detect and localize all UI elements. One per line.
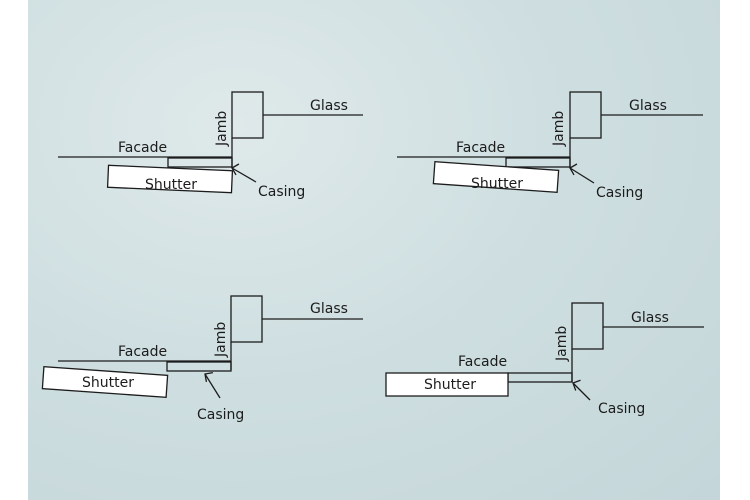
casing-label: Casing [596, 185, 643, 201]
casing-hatched [166, 361, 232, 372]
jamb-label: Jamb [551, 111, 567, 147]
facade-label: Facade [458, 354, 507, 370]
shutter-label: Shutter [424, 377, 476, 393]
glass-frame-hatched [231, 91, 264, 139]
glass-frame-hatched [569, 91, 602, 139]
jamb-label: Jamb [214, 111, 230, 147]
glass-label: Glass [631, 310, 669, 326]
shutter-box [41, 366, 169, 398]
jamb-label: Jamb [554, 326, 570, 362]
casing-label: Casing [598, 401, 645, 417]
diagram-2: Glass Jamb Facade Shutter Casing [397, 91, 703, 201]
diagram-3: Glass Jamb Facade Shutter Casing [41, 295, 363, 423]
casing-arrowhead [572, 379, 581, 391]
glass-frame-hatched [571, 302, 604, 350]
shutter-label: Shutter [471, 176, 523, 192]
casing-arrow [231, 167, 257, 183]
facade-label: Facade [456, 140, 505, 156]
facade-label: Facade [118, 140, 167, 156]
casing-arrowhead [231, 163, 240, 176]
glass-label: Glass [310, 301, 348, 317]
casing-hatched [505, 157, 571, 168]
casing-arrow [569, 167, 595, 184]
shutter-box [432, 161, 560, 193]
casing-arrow [572, 382, 591, 401]
casing-hatched [507, 372, 573, 383]
diagram-1: Glass Jamb Facade Shutter Casing [58, 91, 363, 200]
glass-label: Glass [629, 98, 667, 114]
facade-label: Facade [118, 344, 167, 360]
glass-label: Glass [310, 98, 348, 114]
jamb-label: Jamb [213, 322, 229, 358]
shutter-box [106, 164, 234, 194]
casing-hatched [167, 157, 233, 168]
casing-arrowhead [569, 163, 578, 176]
glass-frame-hatched [230, 295, 263, 343]
casing-arrowhead [204, 371, 213, 382]
watercolor-background [28, 0, 720, 500]
diagram-4: Glass Jamb Facade Shutter Casing [385, 302, 704, 417]
shutter-label: Shutter [82, 375, 134, 391]
casing-arrow [204, 373, 221, 399]
casing-label: Casing [197, 407, 244, 423]
shutter-box [385, 372, 509, 397]
casing-label: Casing [258, 184, 305, 200]
shutter-label: Shutter [145, 177, 197, 193]
